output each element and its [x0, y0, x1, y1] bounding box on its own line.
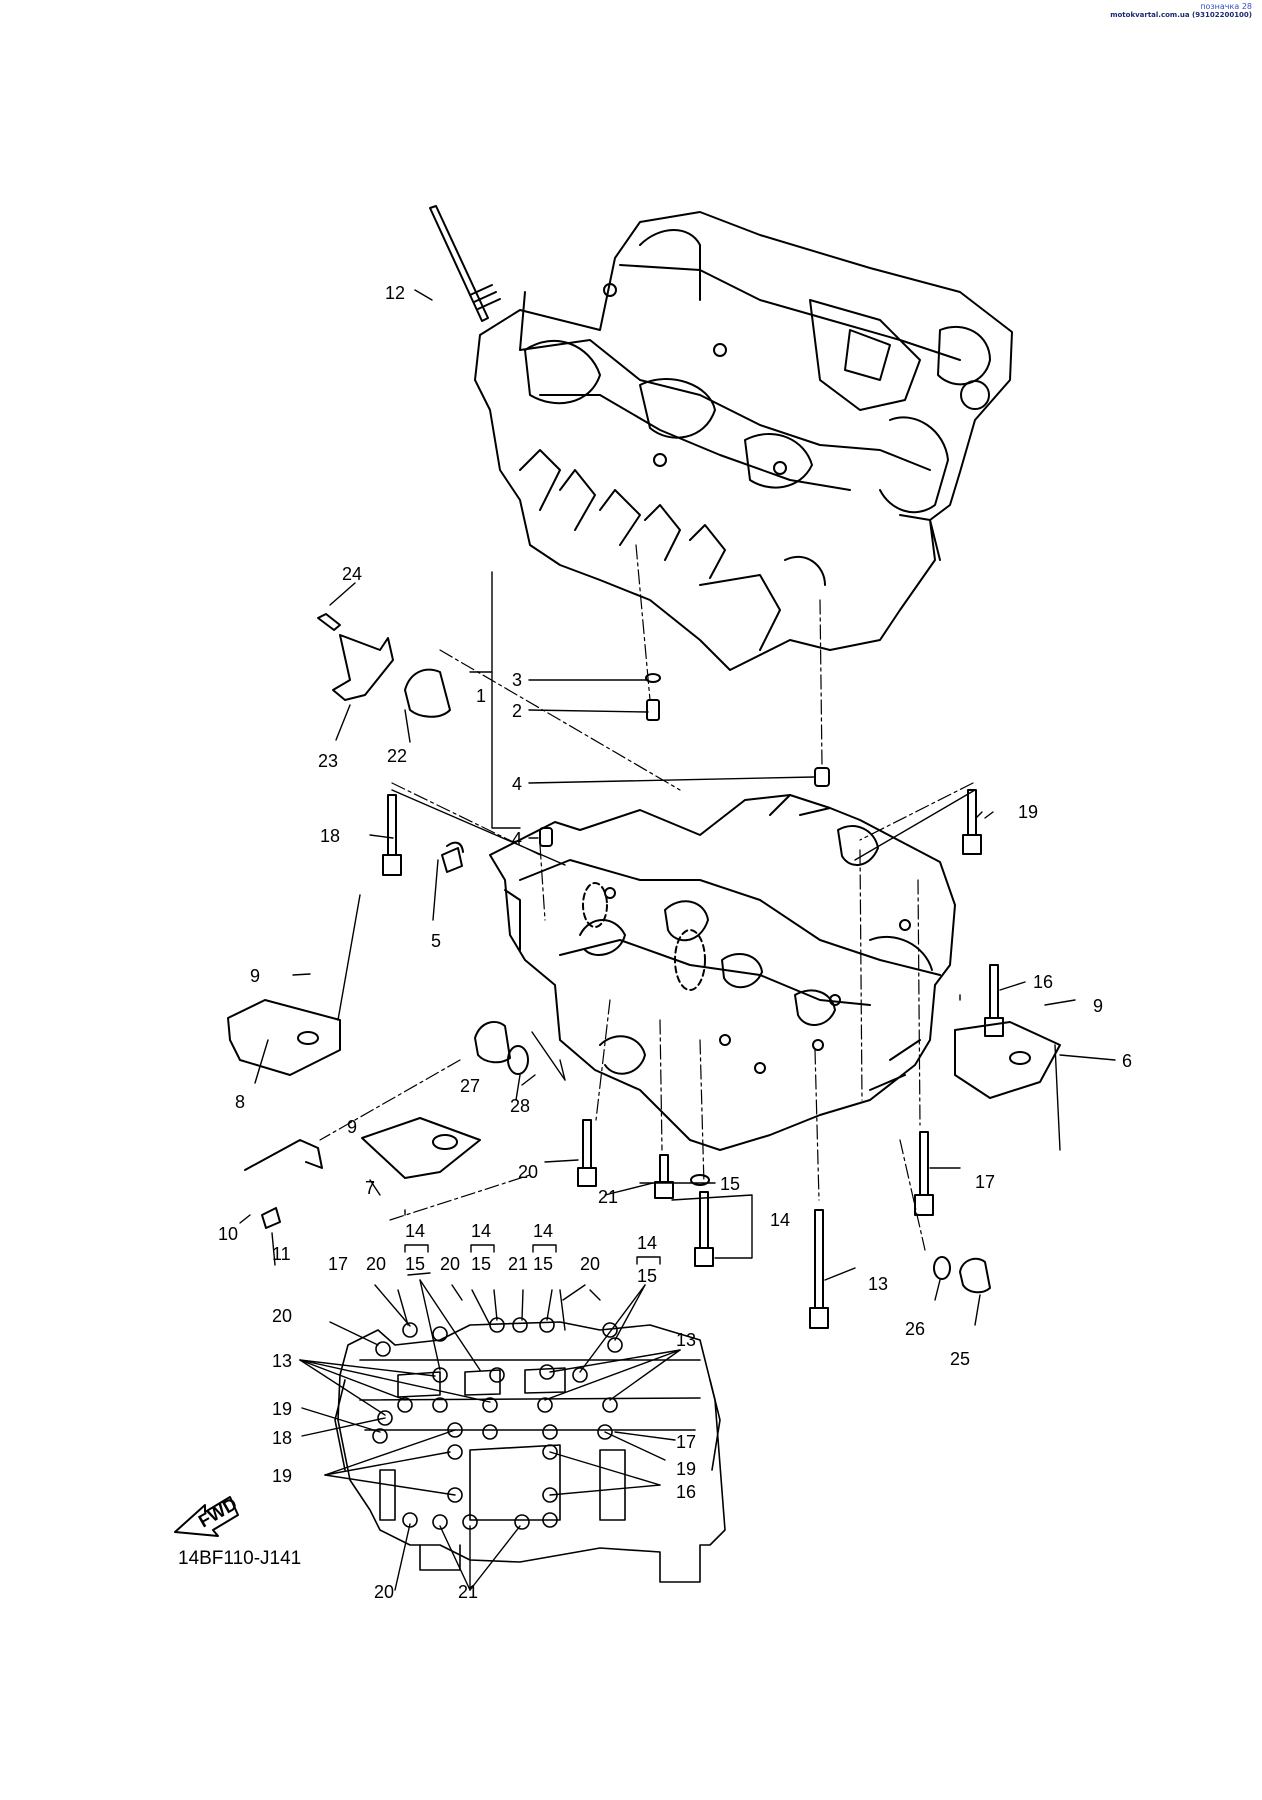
header-line1: позначка 28 [1200, 2, 1252, 11]
bottom-view-holes [372, 1317, 623, 1530]
map-18: 18 [272, 1428, 292, 1448]
lower-crankcase [489, 794, 956, 1151]
callout-9-mid: 9 [347, 1117, 357, 1137]
map-13-left: 13 [272, 1351, 292, 1371]
callout-7: 7 [365, 1178, 375, 1198]
map-21-top: 21 [508, 1254, 528, 1274]
map-15-c: 15 [533, 1254, 553, 1274]
callout-17: 17 [975, 1172, 995, 1192]
diagram-code: 14BF110-J141 [178, 1548, 302, 1569]
map-15-d: 15 [637, 1266, 657, 1286]
callout-15: 15 [720, 1174, 740, 1194]
fwd-arrow-icon [174, 1496, 239, 1537]
brackets-baffles [227, 613, 1061, 1229]
callout-19: 19 [1018, 802, 1038, 822]
callout-21: 21 [598, 1187, 618, 1207]
callout-22: 22 [387, 746, 407, 766]
map-14-b: 14 [471, 1221, 491, 1241]
callout-9-right: 9 [1093, 996, 1103, 1016]
dowel-pins [539, 767, 830, 847]
callout-11: 11 [272, 1244, 291, 1264]
map-15-a: 15 [405, 1254, 425, 1274]
upper-crankcase [474, 211, 1013, 671]
map-20-b: 20 [440, 1254, 460, 1274]
callout-labels: 12 24 23 22 1 3 2 4 4 18 19 5 9 16 9 6 8… [218, 283, 1132, 1602]
map-21-bottom: 21 [458, 1582, 478, 1602]
map-20-c: 20 [580, 1254, 600, 1274]
callout-2: 2 [512, 701, 522, 721]
source-header: позначка 28 motokvartal.com.ua (93102200… [1110, 2, 1252, 20]
bolts [382, 789, 1004, 1329]
map-17-right: 17 [676, 1432, 696, 1452]
callout-16: 16 [1033, 972, 1053, 992]
plugs-washers [404, 668, 991, 1294]
map-14-c: 14 [533, 1221, 553, 1241]
callout-26: 26 [905, 1319, 925, 1339]
callout-4-lower: 4 [512, 829, 522, 849]
map-20-a: 20 [366, 1254, 386, 1274]
bottom-view-leaders [299, 1272, 681, 1591]
fwd-label: FWD [195, 1494, 240, 1532]
phantom-lines [319, 544, 974, 1251]
stud-bolt-12 [429, 205, 501, 322]
callout-6: 6 [1122, 1051, 1132, 1071]
map-20-e: 20 [374, 1582, 394, 1602]
callout-25: 25 [950, 1349, 970, 1369]
callout-24: 24 [342, 564, 362, 584]
callout-8: 8 [235, 1092, 245, 1112]
map-20-d: 20 [272, 1306, 292, 1326]
callout-14: 14 [770, 1210, 790, 1230]
map-14-d: 14 [637, 1233, 657, 1253]
callout-4-upper: 4 [512, 774, 522, 794]
header-line2: motokvartal.com.ua (93102200100) [1110, 11, 1252, 19]
callout-9-left: 9 [250, 966, 260, 986]
map-19-a: 19 [272, 1399, 292, 1419]
callout-18: 18 [320, 826, 340, 846]
callout-5: 5 [431, 931, 441, 951]
callout-27: 27 [460, 1076, 480, 1096]
assembly-frame [337, 789, 1061, 1216]
map-19-c: 19 [676, 1459, 696, 1479]
callout-1: 1 [476, 686, 486, 706]
callout-3: 3 [512, 670, 522, 690]
map-13-right: 13 [676, 1330, 696, 1350]
map-14-a: 14 [405, 1221, 425, 1241]
nozzle-2-oring-3 [645, 673, 661, 721]
leader-lines [239, 289, 1116, 1326]
bracket-bars [404, 1244, 661, 1265]
callout-13: 13 [868, 1274, 888, 1294]
callout-10: 10 [218, 1224, 238, 1244]
map-19-b: 19 [272, 1466, 292, 1486]
map-17-left: 17 [328, 1254, 348, 1274]
callout-12: 12 [385, 283, 405, 303]
map-16: 16 [676, 1482, 696, 1502]
callout-20: 20 [518, 1162, 538, 1182]
callout-23: 23 [318, 751, 338, 771]
map-15-b: 15 [471, 1254, 491, 1274]
callout-28: 28 [510, 1096, 530, 1116]
